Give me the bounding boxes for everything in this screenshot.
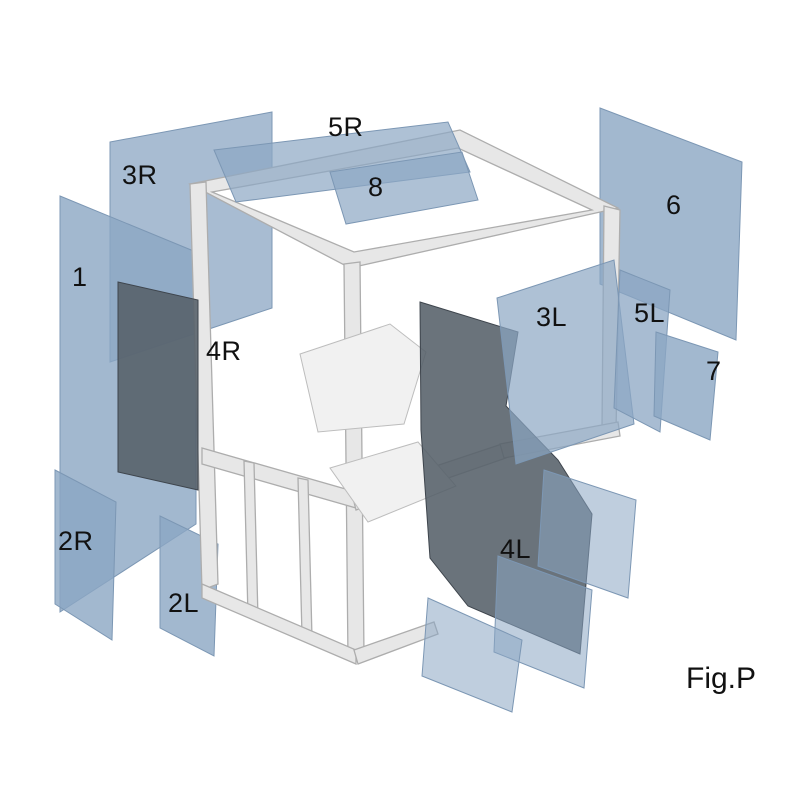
part-label-5L: 5L — [634, 298, 666, 328]
panel-2R-glass — [54, 469, 117, 641]
part-label-4R: 4R — [206, 336, 242, 366]
part-label-2L: 2L — [168, 588, 200, 618]
panel-lower-right-c — [421, 597, 523, 713]
figure-caption: Fig.P — [686, 662, 757, 695]
part-label-6: 6 — [666, 190, 682, 220]
part-label-2R: 2R — [58, 526, 94, 556]
panel-4R-glass — [117, 281, 199, 491]
panel-7-glass — [653, 331, 719, 441]
part-label-1: 1 — [72, 262, 88, 292]
part-label-3L: 3L — [536, 302, 568, 332]
cab-door-upright-1 — [243, 460, 259, 619]
part-label-3R: 3R — [122, 160, 158, 190]
part-label-5R: 5R — [328, 112, 364, 142]
cab-door-upright-2 — [297, 477, 313, 639]
cab-console — [299, 323, 427, 433]
panel-5R-glass — [213, 121, 471, 203]
part-label-7: 7 — [706, 356, 722, 386]
panel-3L-glass — [496, 259, 635, 465]
part-label-8: 8 — [368, 172, 384, 202]
panel-8-glass — [329, 151, 479, 225]
panel-lower-right-a — [537, 469, 637, 599]
cab-waist-rail-left — [201, 447, 357, 509]
cab-bottom-rail-left — [201, 583, 357, 665]
part-label-4L: 4L — [500, 534, 532, 564]
